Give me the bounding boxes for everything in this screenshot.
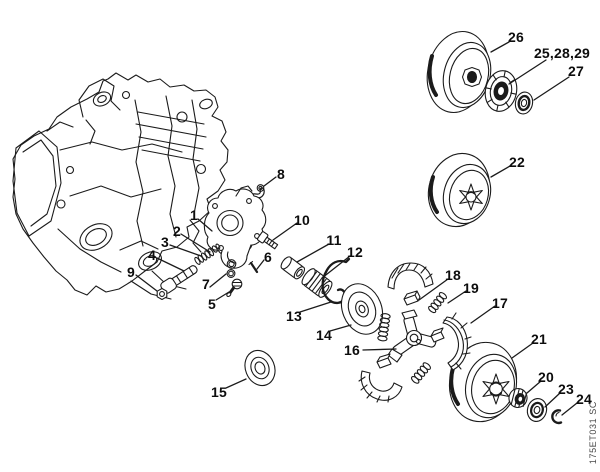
callout-23: 23 xyxy=(558,381,574,397)
o-rings xyxy=(226,259,237,278)
callout-8: 8 xyxy=(277,166,285,182)
pump-mounting-screw xyxy=(256,231,279,250)
callout-1: 1 xyxy=(190,207,198,223)
callout-12: 12 xyxy=(347,244,363,260)
clutch-drum-21 xyxy=(448,341,518,423)
bushing xyxy=(280,256,306,280)
callout-2: 2 xyxy=(173,223,181,239)
dowel-pin xyxy=(248,260,259,274)
spur-sprocket-drum-22 xyxy=(427,152,492,228)
callout-10: 10 xyxy=(294,212,310,228)
cover-disc xyxy=(340,283,384,335)
oil-intake-valve xyxy=(226,278,243,298)
callout-21: 21 xyxy=(531,331,547,347)
clutch-spider xyxy=(387,309,437,363)
washer-15 xyxy=(244,349,276,387)
callout-3: 3 xyxy=(161,234,169,250)
needle-cage xyxy=(508,387,528,409)
oil-pump-body xyxy=(203,185,267,269)
callout-18: 18 xyxy=(445,267,461,283)
e-clip xyxy=(551,409,563,425)
clutch-assembly xyxy=(358,262,472,403)
callout-6: 6 xyxy=(264,249,272,265)
callout-17: 17 xyxy=(492,295,508,311)
callout-13: 13 xyxy=(286,308,302,324)
thrust-washer xyxy=(526,398,548,422)
rim-sprocket xyxy=(484,70,518,112)
callout-24: 24 xyxy=(576,391,592,407)
callout-9: 9 xyxy=(127,264,135,280)
worm-gear xyxy=(301,268,333,298)
clutch-drum-rim-26 xyxy=(426,31,492,113)
oil-hose-grommet xyxy=(256,184,265,192)
crankcase-drawing xyxy=(12,72,229,300)
callout-15: 15 xyxy=(211,384,227,400)
callout-11: 11 xyxy=(326,232,342,248)
callout-19: 19 xyxy=(463,280,479,296)
callout-4: 4 xyxy=(148,247,156,263)
pump-shaft xyxy=(156,265,198,301)
callout-14: 14 xyxy=(316,327,332,343)
leader-lines xyxy=(135,41,578,416)
diagram-reference-code: 175ET031 SC xyxy=(588,400,598,464)
callout-27: 27 xyxy=(568,63,584,79)
callout-5: 5 xyxy=(208,296,216,312)
washer-27 xyxy=(514,91,534,115)
callout-25-28-29: 25,28,29 xyxy=(533,45,591,61)
callout-20: 20 xyxy=(538,369,554,385)
callout-22: 22 xyxy=(509,154,525,170)
callout-16: 16 xyxy=(344,342,360,358)
callout-26: 26 xyxy=(508,29,524,45)
callout-7: 7 xyxy=(202,276,210,292)
